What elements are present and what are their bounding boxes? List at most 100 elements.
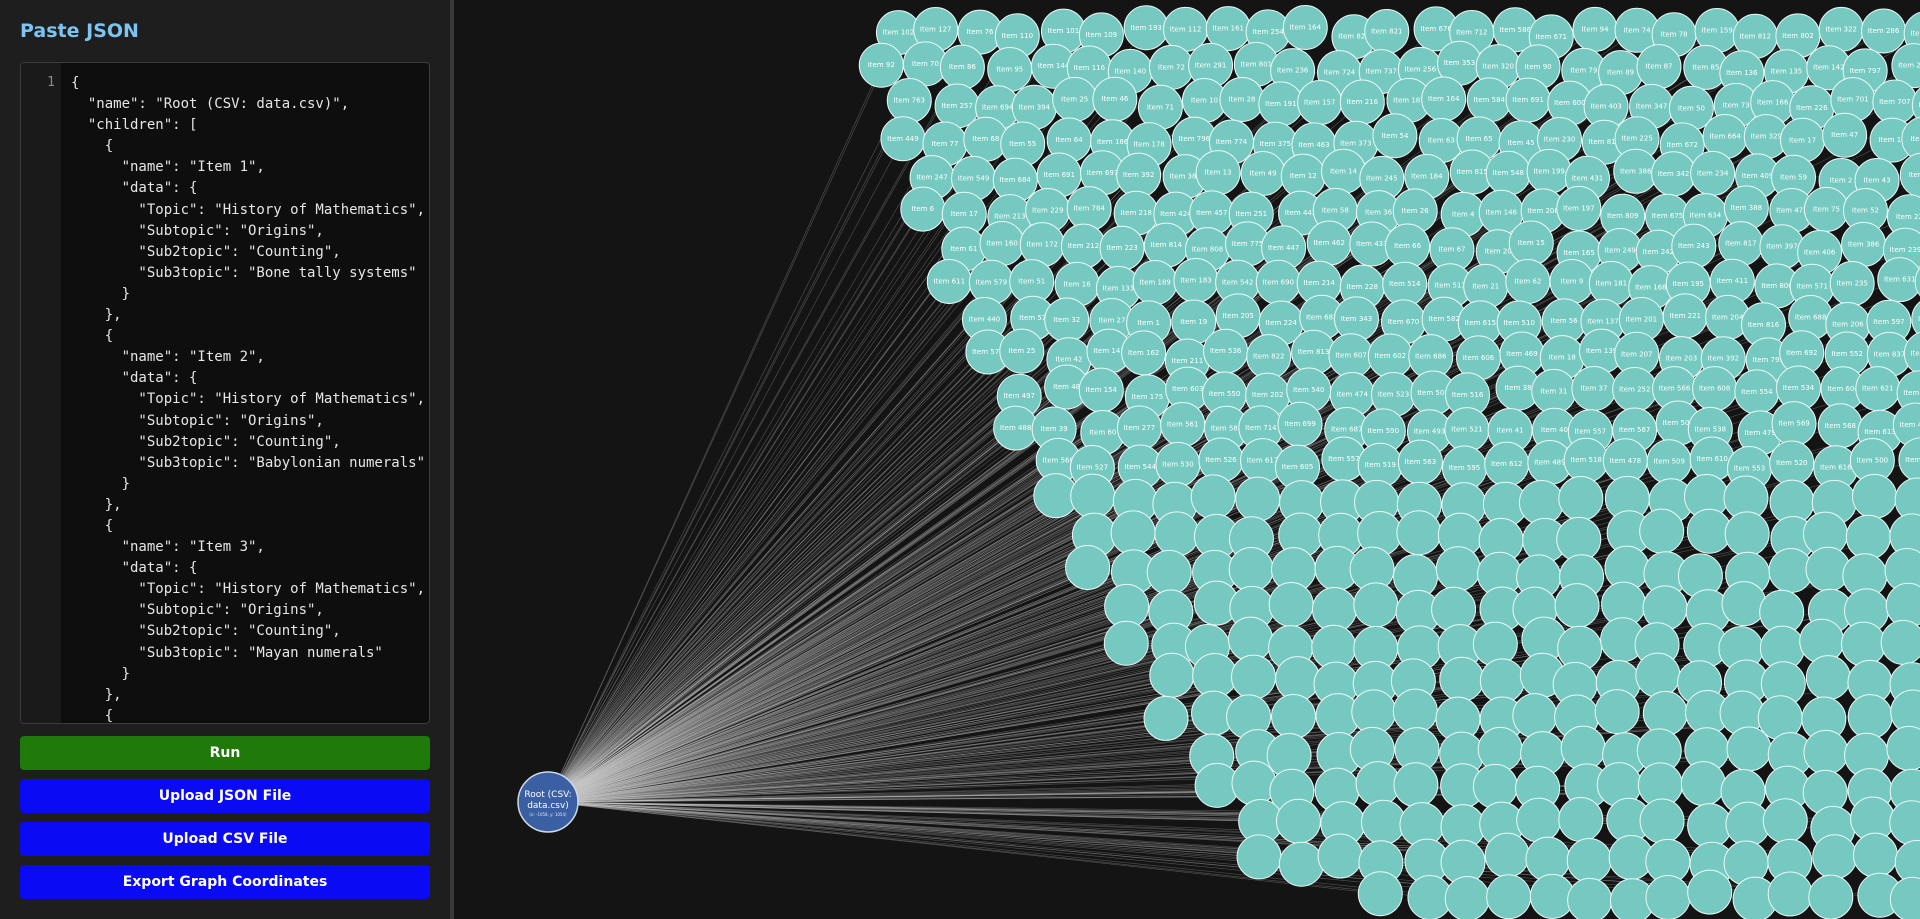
graph-node[interactable]: Item 561 [1160, 401, 1206, 447]
graph-node[interactable] [1231, 654, 1277, 700]
graph-node[interactable]: Item 235 [1829, 261, 1875, 307]
graph-node[interactable]: Item 216 [1339, 79, 1385, 125]
graph-node-circle[interactable] [1396, 510, 1442, 556]
graph-node-circle[interactable] [1360, 799, 1406, 845]
graph-node-circle[interactable] [1808, 874, 1854, 919]
graph-node-circle[interactable] [1268, 581, 1314, 627]
graph-node[interactable]: Item 9 [1549, 259, 1595, 305]
graph-node[interactable] [1841, 621, 1887, 667]
graph-node[interactable] [1484, 832, 1530, 878]
graph-node[interactable]: Item 142 [1806, 45, 1852, 91]
graph-node-circle[interactable] [1911, 83, 1920, 127]
graph-node[interactable]: Item 234 [1690, 150, 1736, 196]
json-editor[interactable]: 1 { "name": "Root (CSV: data.csv)", "chi… [20, 62, 430, 724]
graph-node[interactable] [1686, 508, 1732, 554]
graph-node-circle[interactable] [1812, 834, 1858, 880]
graph-node[interactable] [1070, 473, 1116, 519]
graph-node-circle[interactable] [1431, 586, 1477, 632]
graph-node[interactable]: Item 46 [1092, 76, 1138, 122]
graph-node[interactable]: Item 699 [1277, 401, 1323, 447]
graph-node[interactable]: Item 449 [880, 116, 926, 162]
graph-node-circle[interactable] [1560, 725, 1606, 771]
graph-node-circle[interactable] [1270, 693, 1316, 739]
graph-node[interactable]: Item 528 [1914, 260, 1920, 304]
graph-node[interactable]: Item 54 [1372, 113, 1418, 159]
graph-node[interactable]: Item 509 [1646, 439, 1692, 485]
graph-node[interactable]: Item 388 [1723, 185, 1769, 231]
graph-node[interactable] [1889, 800, 1920, 846]
graph-node-circle[interactable] [1392, 688, 1438, 734]
graph-node[interactable]: Item 14 [1321, 148, 1367, 194]
graph-node-circle[interactable] [1911, 297, 1920, 341]
graph-node[interactable]: Item 87 [1636, 44, 1682, 90]
graph-node[interactable] [1639, 508, 1685, 554]
graph-node[interactable]: Item 191 [1258, 81, 1304, 127]
graph-node[interactable]: Item 154 [1078, 367, 1124, 413]
graph-node-circle[interactable] [1886, 725, 1920, 771]
graph-node[interactable] [1852, 832, 1898, 878]
graph-node[interactable]: Item 584 [1466, 77, 1512, 123]
graph-node[interactable] [1444, 875, 1490, 919]
graph-node-circle[interactable] [1065, 544, 1111, 590]
graph-node[interactable]: Item 520 [1769, 440, 1815, 486]
graph-node[interactable]: Item 690 [1255, 259, 1301, 305]
graph-node[interactable]: Item 32 [1044, 297, 1090, 343]
graph-node-circle[interactable] [1146, 549, 1192, 595]
graph-node-circle[interactable] [999, 328, 1045, 374]
graph-node[interactable] [1275, 656, 1321, 702]
graph-node[interactable]: Item 521 [1444, 407, 1490, 453]
graph-node-circle[interactable] [1687, 803, 1733, 849]
graph-node[interactable] [1228, 546, 1274, 592]
graph-node[interactable]: Item 223 [1099, 225, 1145, 271]
graph-node-circle[interactable] [1275, 656, 1321, 702]
graph-node[interactable]: Item 563 [1397, 439, 1443, 485]
graph-node-circle[interactable] [1558, 475, 1604, 521]
graph-node[interactable]: Item 611 [926, 258, 972, 304]
graph-node[interactable] [1680, 761, 1726, 807]
graph-node[interactable]: Item 386 [1613, 148, 1659, 194]
graph-node[interactable]: Item 95 [987, 46, 1033, 92]
graph-node-circle[interactable] [1762, 798, 1808, 844]
graph-node[interactable] [1886, 725, 1920, 771]
graph-node[interactable]: Item 322 [1818, 6, 1864, 52]
graph-node[interactable]: Item 631 [1877, 257, 1920, 303]
graph-node[interactable]: Item 49 [1240, 151, 1286, 197]
graph-node-circle[interactable] [1724, 511, 1770, 557]
graph-node[interactable]: Item 62 [1505, 259, 1551, 305]
graph-node-circle[interactable] [1635, 652, 1681, 698]
graph-node[interactable] [1642, 585, 1688, 631]
graph-node[interactable]: Item 94 [1572, 6, 1618, 52]
graph-node-circle[interactable] [1070, 473, 1116, 519]
graph-node[interactable]: Item 621 [1855, 366, 1901, 412]
graph-node-circle[interactable] [1680, 761, 1726, 807]
graph-node-circle[interactable] [1767, 871, 1813, 917]
graph-node-circle[interactable] [1880, 619, 1920, 665]
graph-node[interactable]: Item 784 [1066, 186, 1112, 232]
graph-node[interactable] [1560, 725, 1606, 771]
graph-node[interactable] [1554, 583, 1600, 629]
graph-node[interactable]: Item 691 [1505, 77, 1551, 123]
graph-node[interactable]: Item 684 [992, 157, 1038, 203]
graph-node[interactable]: Item 220 [1891, 43, 1920, 89]
graph-node[interactable]: Item 189 [1132, 260, 1178, 306]
graph-node[interactable] [1317, 833, 1363, 879]
upload-json-button[interactable]: Upload JSON File [20, 779, 430, 813]
graph-node[interactable] [1687, 869, 1733, 915]
graph-node[interactable] [1639, 798, 1685, 844]
graph-node-circle[interactable] [1231, 654, 1277, 700]
graph-node[interactable]: Item 72 [1148, 44, 1194, 90]
graph-node[interactable] [1847, 694, 1893, 740]
graph-node-circle[interactable] [1852, 832, 1898, 878]
graph-node[interactable]: Item 31 [1531, 368, 1577, 414]
graph-node-circle[interactable] [1889, 876, 1920, 919]
graph-node[interactable] [1146, 549, 1192, 595]
graph-node[interactable] [1594, 689, 1640, 735]
graph-node[interactable] [1353, 582, 1399, 628]
graph-node[interactable] [1393, 762, 1439, 808]
graph-node[interactable]: Item 610 [1689, 436, 1735, 482]
graph-node[interactable] [1065, 544, 1111, 590]
graph-node[interactable]: Item 821 [1364, 8, 1410, 54]
graph-node[interactable]: Item 75 [1803, 186, 1849, 232]
graph-node-circle[interactable] [1278, 841, 1324, 887]
graph-node[interactable] [1721, 581, 1767, 627]
